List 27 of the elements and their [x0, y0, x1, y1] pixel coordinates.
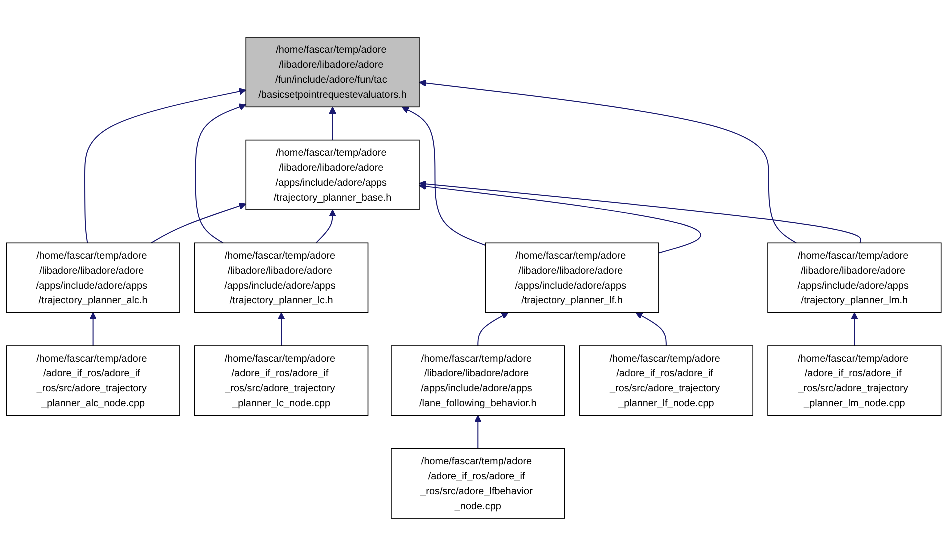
node-box: /home/fascar/temp/adore /libadore/libadore/adore /apps/include/adore/apps /lane_following_behavior.h: [391, 346, 566, 416]
arrow: [474, 415, 482, 450]
node-box: /home/fascar/temp/adore /libadore/libadore/adore /apps/include/adore/apps /trajectory_planner_lm.h: [768, 242, 942, 314]
node-box: /home/fascar/temp/adore /libadore/libadore/adore /apps/include/adore/apps /trajectory_planner_base.h: [246, 140, 420, 210]
arrow: [478, 312, 509, 346]
arrow: [419, 180, 862, 244]
arrow: [278, 312, 286, 346]
node-box: /home/fascar/temp/adore /adore_if_ros/adore_if _ros/src/adore_trajectory _planner_alc_node.cpp: [6, 346, 180, 416]
node-box: /home/fascar/temp/adore /libadore/libadore/adore /apps/include/adore/apps /trajectory_planner_lf.h: [485, 242, 660, 314]
arrow: [195, 104, 246, 244]
node-box: /home/fascar/temp/adore /libadore/libadore/adore /apps/include/adore/apps /trajectory_planner_alc.h: [6, 242, 180, 314]
arrow: [316, 210, 336, 244]
arrow: [84, 88, 246, 244]
node-box: /home/fascar/temp/adore /libadore/libadore/adore /fun/include/adore/fun/tac /basicsetpointrequestevaluators.h: [246, 37, 420, 108]
arrow: [150, 202, 246, 244]
arrow: [851, 312, 858, 346]
arrow: [636, 312, 667, 346]
node-box: /home/fascar/temp/adore /adore_if_ros/adore_if _ros/src/adore_lfbehavior _node.cpp: [391, 448, 566, 519]
arrow: [419, 182, 702, 254]
arrow: [419, 80, 798, 244]
node-box: /home/fascar/temp/adore /adore_if_ros/adore_if _ros/src/adore_trajectory _planner_lc_node.cpp: [194, 346, 369, 416]
arrow: [90, 312, 97, 346]
node-box: /home/fascar/temp/adore /adore_if_ros/adore_if _ros/src/adore_trajectory _planner_lm_node.cpp: [768, 346, 942, 416]
node-box: /home/fascar/temp/adore /adore_if_ros/adore_if _ros/src/adore_trajectory _planner_lf_node.cpp: [579, 346, 754, 416]
arrow: [329, 106, 336, 141]
arrow: [402, 106, 486, 246]
node-box: /home/fascar/temp/adore /libadore/libadore/adore /apps/include/adore/apps /trajectory_planner_lc.h: [194, 242, 369, 314]
